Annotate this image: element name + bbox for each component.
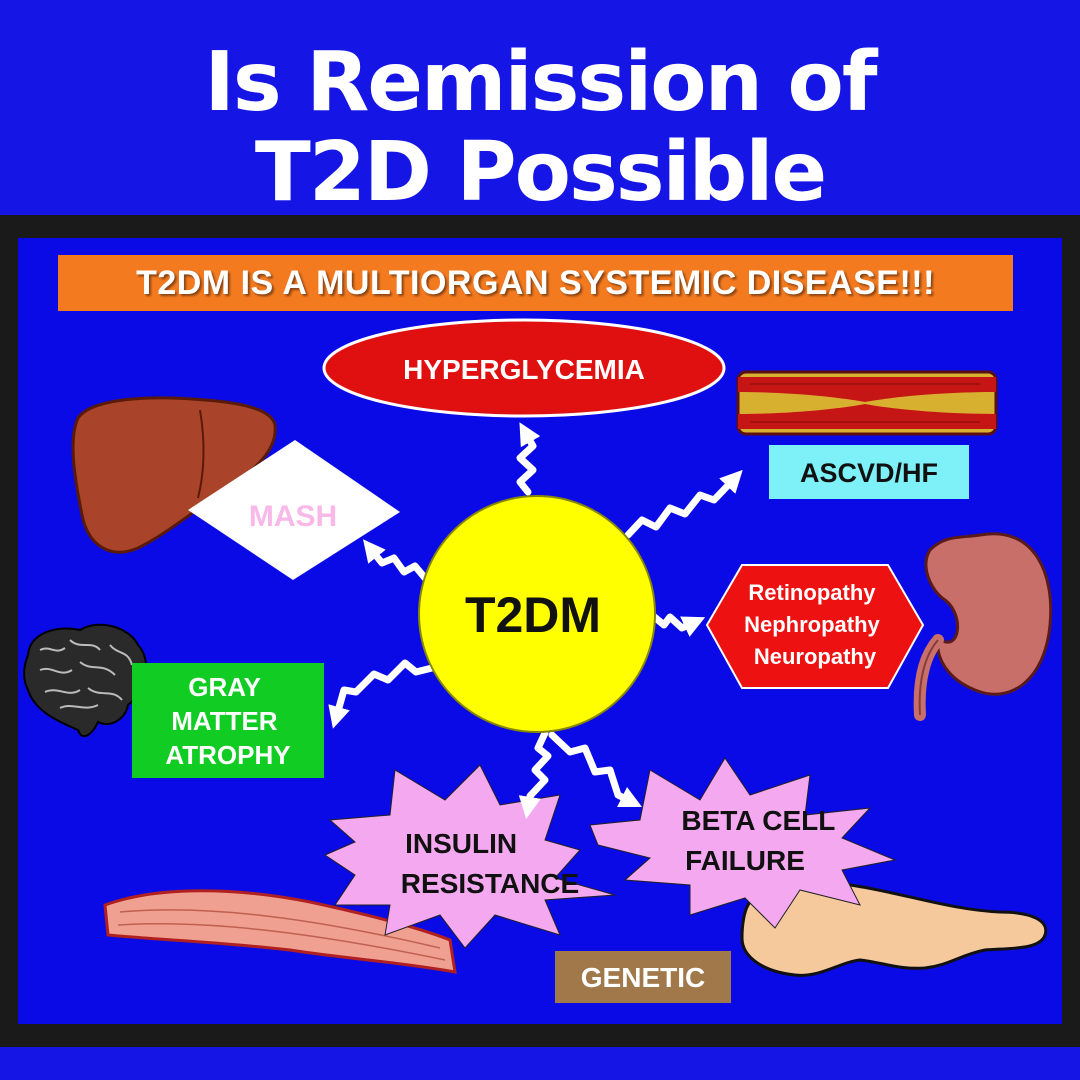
complication-nephropathy: Nephropathy [744,612,880,637]
arrow-to-mash [363,539,429,582]
svg-text:BETA CELL FAILURE: BETA CELL FAILURE [681,805,842,876]
insulin-line-2: RESISTANCE [401,868,579,899]
ascvd-node: ASCVD/HF [769,445,969,499]
arrow-to-hyperglycemia [516,422,541,496]
artery-icon [736,370,998,436]
arrow-to-ascvd [624,469,743,539]
gray-matter-node: GRAY MATTER ATROPHY [132,663,324,778]
t2dm-center-node: T2DM [418,495,656,733]
svg-text:Retinopathy Nephropath: Retinopathy Nephropathy Neuropathy [744,580,886,669]
arrow-to-complications [648,611,706,637]
svg-text:GRAY MATTER AT: GRAY MATTER ATROPHY [165,672,290,770]
mash-label: MASH [249,500,337,533]
arrow-to-gray-matter [328,659,436,729]
ascvd-label: ASCVD/HF [800,458,938,488]
genetic-node: GENETIC [555,951,731,1003]
title-line-1: Is Remission of [204,35,877,130]
arrow-to-beta-cell [548,731,643,808]
kidney-icon [913,532,1053,721]
gray-matter-line-2: MATTER [171,706,278,736]
beta-cell-line-1: BETA CELL [681,805,835,836]
insulin-line-1: INSULIN [405,828,517,859]
title-line-2: T2D Possible [254,125,827,220]
insulin-resistance-node: INSULIN RESISTANCE [323,764,616,949]
gray-matter-line-3: ATROPHY [165,740,290,770]
mash-node: MASH [188,440,400,580]
svg-text:INSULIN RESISTANCE: INSULIN RESISTANCE [401,828,579,899]
pancreas-icon [740,880,1048,977]
hyperglycemia-node: HYPERGLYCEMIA [322,318,726,418]
beta-cell-node: BETA CELL FAILURE [589,757,897,929]
hyperglycemia-label: HYPERGLYCEMIA [403,354,645,385]
complication-retinopathy: Retinopathy [748,580,876,605]
beta-cell-line-2: FAILURE [685,845,805,876]
gray-matter-line-1: GRAY [188,672,260,702]
t2dm-label: T2DM [465,587,601,643]
arrow-to-insulin [518,729,552,820]
banner: T2DM IS A MULTIORGAN SYSTEMIC DISEASE!!! [58,255,1013,311]
genetic-label: GENETIC [581,962,705,993]
complications-node: Retinopathy Nephropathy Neuropathy [705,564,925,689]
brain-icon [23,623,148,738]
page-title: Is Remission of T2D Possible [0,38,1080,218]
muscle-icon [103,889,457,974]
complication-neuropathy: Neuropathy [754,644,877,669]
